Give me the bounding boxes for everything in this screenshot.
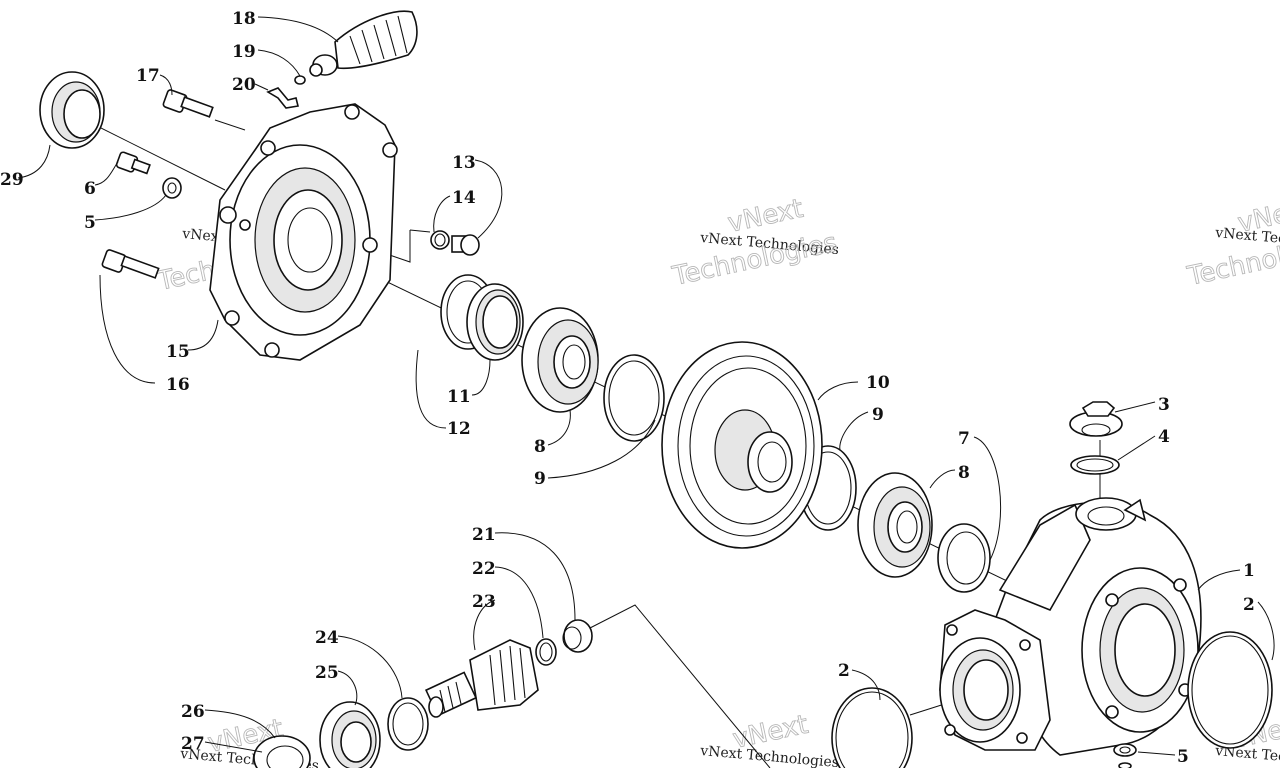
part-5-washer-right [1113, 743, 1137, 768]
part-15-housing-cover [209, 103, 398, 361]
callout-5-right: 5 [1177, 747, 1189, 767]
callout-14: 14 [452, 188, 476, 208]
part-26-bearing [253, 735, 311, 768]
part-29-seal [39, 71, 105, 149]
part-8-bearing-left [521, 307, 599, 413]
part-3-drain-plug [1069, 401, 1123, 437]
callout-21: 21 [472, 525, 496, 545]
callout-18: 18 [232, 9, 256, 29]
part-1-gear-case [939, 497, 1202, 756]
part-9-shim-left [603, 354, 665, 442]
callout-29: 29 [0, 170, 24, 190]
callout-8-right: 8 [958, 463, 970, 483]
part-16-bolt [101, 249, 160, 279]
callout-3: 3 [1158, 395, 1170, 415]
callout-7: 7 [958, 429, 970, 449]
part-21-bearing [562, 619, 593, 653]
callout-8-left: 8 [534, 437, 546, 457]
svg-text:vNext: vNext [725, 194, 806, 239]
callout-9-left: 9 [534, 469, 546, 489]
callout-4: 4 [1158, 427, 1170, 447]
part-10-ring-gear [661, 341, 823, 549]
callout-9-right: 9 [872, 405, 884, 425]
callout-24: 24 [315, 628, 339, 648]
callout-labels: 1 2 2 3 4 5 5 6 7 8 8 9 9 10 11 12 13 14… [0, 9, 1255, 767]
callout-13: 13 [452, 153, 476, 173]
callout-22: 22 [472, 559, 496, 579]
part-24-ring [387, 697, 429, 751]
part-8-bearing-right [857, 472, 933, 578]
part-2-o-ring-left [831, 687, 913, 768]
callout-2-left: 2 [838, 661, 850, 681]
leader-lines [17, 16, 1275, 756]
part-25-seal [319, 701, 381, 768]
callout-2-right: 2 [1243, 595, 1255, 615]
part-18-boot [309, 10, 418, 77]
callout-25: 25 [315, 663, 339, 683]
callout-23: 23 [472, 592, 496, 612]
part-17-bolt [162, 89, 214, 118]
part-19-clip [294, 75, 306, 85]
callout-26: 26 [181, 702, 205, 722]
callout-17: 17 [136, 66, 160, 86]
callout-10: 10 [866, 373, 890, 393]
callout-1: 1 [1243, 561, 1255, 581]
part-14-o-ring [430, 230, 450, 250]
callout-20: 20 [232, 75, 256, 95]
part-7-seal [937, 523, 991, 593]
callout-12: 12 [447, 419, 471, 439]
watermark-bottom-center: vNext vNext Technologies [699, 709, 840, 768]
callout-19: 19 [232, 42, 256, 62]
watermark-center: vNext vNext Technologies Technologies [669, 193, 840, 292]
part-6-screw [115, 151, 151, 175]
callout-15: 15 [166, 342, 190, 362]
part-13-plug [451, 234, 480, 256]
part-5-washer-left [162, 177, 182, 199]
part-20-fitting [266, 87, 299, 109]
callout-5-left: 5 [84, 213, 96, 233]
part-2-o-ring-right [1187, 631, 1273, 749]
part-22-ring [535, 638, 557, 666]
part-11-seal [466, 283, 524, 361]
callout-6: 6 [84, 179, 96, 199]
callout-16: 16 [166, 375, 190, 395]
callout-27: 27 [181, 734, 205, 754]
part-4-o-ring [1070, 455, 1120, 475]
part-23-pinion-gear [424, 639, 539, 718]
watermark-right: vNext vNext Technologies Technologies [1184, 193, 1280, 292]
callout-11: 11 [447, 387, 471, 407]
